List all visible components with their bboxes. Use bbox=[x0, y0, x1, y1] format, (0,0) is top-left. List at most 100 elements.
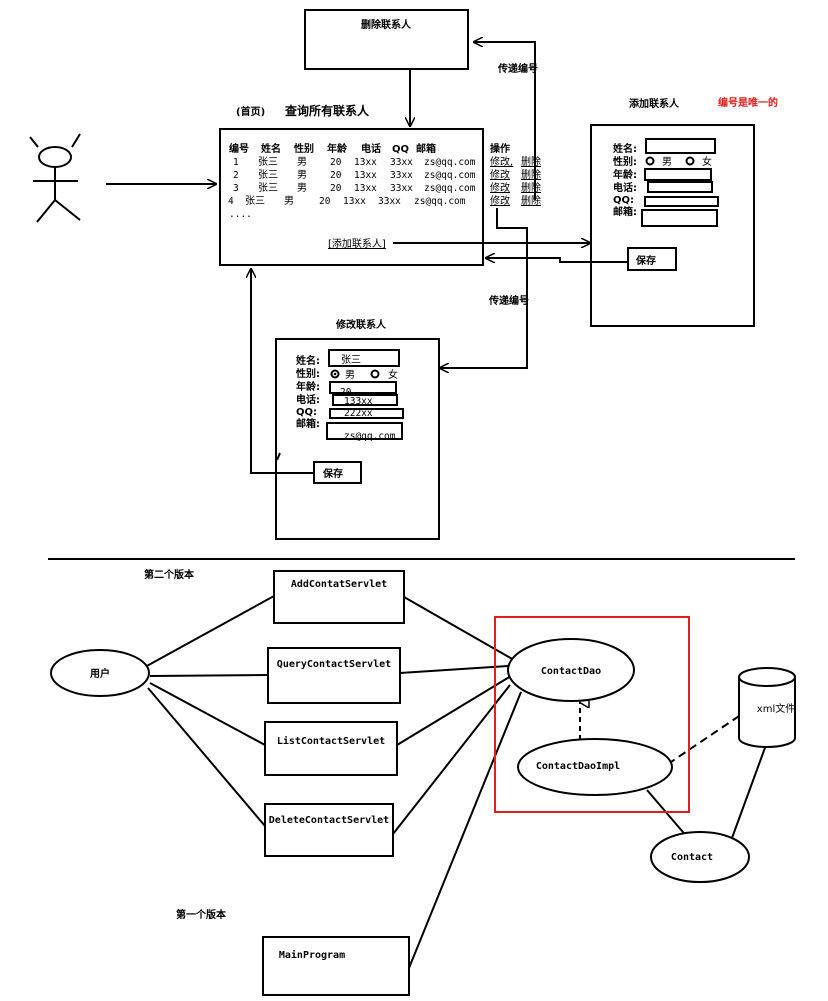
pass-id-label-1: 传递编号 bbox=[497, 62, 538, 75]
row-gender: 男 bbox=[297, 169, 307, 181]
pass-id-to-edit-arrow bbox=[440, 208, 528, 368]
edit-name-input[interactable] bbox=[328, 349, 400, 367]
home-label: (首页) bbox=[236, 105, 265, 118]
edit-contact-panel bbox=[275, 338, 440, 540]
add-email-input[interactable] bbox=[641, 209, 718, 227]
row-gender: 男 bbox=[297, 156, 307, 168]
row-name: 张三 bbox=[258, 182, 278, 194]
header-qq: QQ bbox=[392, 144, 409, 155]
add-male-radio[interactable] bbox=[645, 156, 655, 166]
row-id: 4 bbox=[228, 196, 234, 207]
row-gender: 男 bbox=[284, 195, 294, 207]
version-1-label: 第一个版本 bbox=[176, 908, 227, 921]
add-male-label: 男 bbox=[662, 156, 672, 168]
stick-figure-user-icon bbox=[29, 133, 81, 223]
row-edit-link[interactable]: 修改 bbox=[490, 168, 510, 181]
edit-male-radio[interactable] bbox=[330, 369, 340, 379]
add-phone-input[interactable] bbox=[647, 181, 713, 193]
row-age: 20 bbox=[319, 196, 331, 207]
header-id: 编号 bbox=[229, 142, 249, 155]
servlet-label: DeleteContactServlet bbox=[269, 815, 389, 826]
header-age: 年龄 bbox=[327, 142, 348, 155]
add-save-button[interactable] bbox=[627, 247, 677, 271]
servlet-label: AddContatServlet bbox=[291, 579, 387, 590]
id-unique-note: 编号是唯一的 bbox=[718, 96, 778, 109]
add-name-input[interactable] bbox=[645, 138, 716, 154]
edit-qq-input[interactable] bbox=[329, 408, 404, 419]
edit-name-label: 姓名: bbox=[295, 354, 320, 367]
add-age-label: 年龄: bbox=[613, 168, 637, 181]
xml-file-cylinder-icon bbox=[738, 667, 796, 748]
row-email: zs@qq.com bbox=[424, 170, 476, 181]
edit-phone-label: 电话: bbox=[296, 393, 320, 406]
servlet-box bbox=[267, 647, 401, 704]
header-name: 姓名 bbox=[260, 142, 281, 155]
row-qq: 33xx bbox=[378, 196, 401, 207]
header-gender: 性别 bbox=[293, 142, 314, 155]
edit-female-label: 女 bbox=[388, 368, 398, 381]
edit-qq-value: 222xx bbox=[344, 408, 373, 419]
servlet-label: ListContactServlet bbox=[277, 735, 385, 747]
servlet-box bbox=[264, 721, 398, 776]
row-qq: 33xx bbox=[390, 183, 413, 194]
row-name: 张三 bbox=[245, 195, 265, 207]
edit-male-radio-dot bbox=[333, 372, 337, 376]
table-row: 2 张三 男 20 13xx 33xx zs@qq.com 修改 删除 bbox=[233, 168, 541, 181]
add-save-to-home-arrow bbox=[486, 258, 628, 263]
servlet-label: QueryContactServlet bbox=[277, 659, 391, 670]
row-delete-link[interactable]: 删除 bbox=[521, 194, 541, 207]
row-email: zs@qq.com bbox=[424, 157, 476, 168]
row-phone: 13xx bbox=[354, 157, 377, 168]
table-header-row: 编号 姓名 性别 年龄 电话 QQ 邮箱 操作 bbox=[229, 142, 510, 155]
add-age-input[interactable] bbox=[644, 168, 712, 181]
add-contact-title: 添加联系人 bbox=[629, 97, 680, 110]
edit-age-label: 年龄: bbox=[296, 380, 320, 393]
row-email: zs@qq.com bbox=[424, 183, 476, 194]
row-delete-link[interactable]: 删除 bbox=[521, 168, 541, 181]
row-edit-link[interactable]: 修改 bbox=[490, 194, 510, 207]
version-2-label: 第二个版本 bbox=[144, 568, 195, 581]
dao-highlight-box bbox=[494, 616, 690, 813]
edit-female-radio[interactable] bbox=[370, 369, 380, 379]
servlet-box bbox=[273, 570, 405, 624]
main-program-box bbox=[262, 936, 410, 996]
contact-dao-label: ContactDao bbox=[541, 666, 601, 677]
add-phone-label: 电话: bbox=[613, 181, 637, 194]
row-delete-link[interactable]: 删除 bbox=[521, 181, 541, 194]
edit-phone-input[interactable] bbox=[332, 394, 398, 406]
row-name: 张三 bbox=[258, 156, 278, 168]
row-id: 2 bbox=[233, 170, 239, 181]
edit-email-label: 邮箱: bbox=[296, 417, 320, 430]
edit-email-value: zs@qq.com bbox=[344, 431, 396, 442]
row-edit-link[interactable]: 修改, bbox=[490, 155, 513, 168]
add-contact-link[interactable]: [添加联系人] bbox=[328, 237, 386, 250]
edit-male-label: 男 bbox=[345, 369, 355, 381]
row-id: 1 bbox=[233, 157, 239, 168]
edit-save-to-home-arrow bbox=[251, 269, 314, 474]
header-email: 邮箱 bbox=[416, 142, 436, 155]
add-female-radio[interactable] bbox=[685, 156, 695, 166]
row-email: zs@qq.com bbox=[414, 196, 466, 207]
table-row: 1 张三 男 20 13xx 33xx zs@qq.com 修改, 删除 bbox=[233, 155, 541, 168]
contact-dao-impl-label: ContactDaoImpl bbox=[536, 761, 620, 772]
add-email-label: 邮箱: bbox=[613, 205, 637, 218]
add-qq-label: QQ: bbox=[613, 195, 634, 206]
pass-id-to-delete-arrow bbox=[474, 42, 536, 200]
connection-lines bbox=[144, 595, 767, 969]
main-program-label: MainProgram bbox=[279, 949, 345, 961]
row-qq: 33xx bbox=[390, 170, 413, 181]
add-qq-input[interactable] bbox=[644, 196, 719, 207]
edit-age-input[interactable] bbox=[329, 381, 397, 394]
row-delete-link[interactable]: 删除 bbox=[521, 155, 541, 168]
more-rows-ellipsis: .... bbox=[229, 209, 252, 220]
edit-email-input[interactable] bbox=[326, 422, 403, 440]
row-id: 3 bbox=[233, 183, 239, 194]
row-gender: 男 bbox=[297, 182, 307, 194]
row-age: 20 bbox=[330, 183, 342, 194]
row-qq: 33xx bbox=[390, 157, 413, 168]
impl-xml-dashed-line bbox=[667, 709, 749, 765]
add-save-label: 保存 bbox=[635, 254, 656, 267]
delete-contact-label: 删除联系人 bbox=[361, 18, 412, 31]
row-edit-link[interactable]: 修改 bbox=[490, 181, 510, 194]
